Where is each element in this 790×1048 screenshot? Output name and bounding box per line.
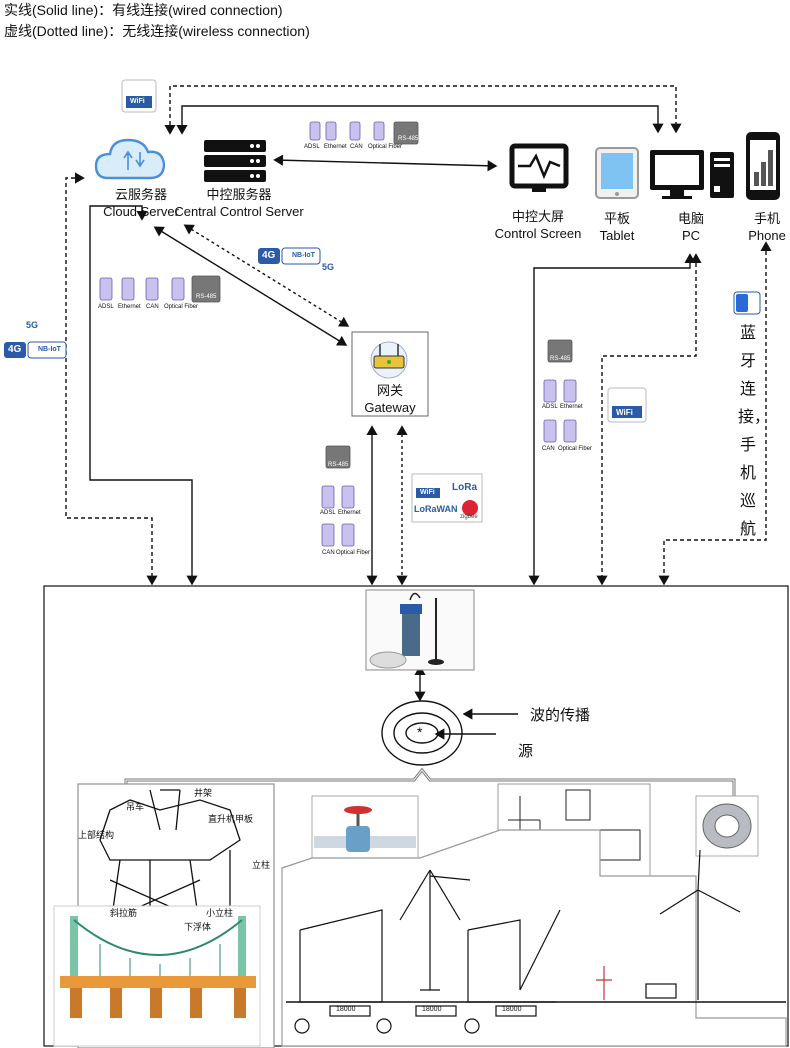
- line-phone-field-bluetooth: [658, 241, 772, 586]
- legend-solid: 实线(Solid line)：有线连接(wired connection): [4, 2, 283, 18]
- 5g-text: 5G: [322, 262, 335, 272]
- port-label-optical: Optical Fiber: [558, 446, 593, 452]
- 5g-text: 5G: [26, 320, 39, 330]
- bridge-image: [53, 905, 261, 1047]
- wind-turbine-image: [596, 849, 741, 1000]
- line-cloud-pc-wired: [176, 105, 664, 135]
- zigbee-text: zigbee: [460, 514, 478, 520]
- ports-gateway-icons: [321, 445, 355, 547]
- lora-text: LoRa: [452, 482, 477, 493]
- port-label-rs485: RS-485: [398, 136, 419, 142]
- port-label-rs485: RS-485: [328, 462, 349, 468]
- zigbee-icon: [462, 500, 478, 516]
- port-label-optical: Optical Fiber: [164, 304, 199, 310]
- port-label-adsl: ADSL: [542, 404, 558, 410]
- nbiot-text: NB-IoT: [38, 346, 61, 353]
- platform-label-small-column: 小立柱: [206, 908, 234, 918]
- line-central-screen: [273, 154, 498, 172]
- port-label-rs485: RS-485: [196, 294, 217, 300]
- platform-label-column: 立柱: [252, 860, 271, 870]
- gateway-icon: [351, 331, 429, 417]
- line-cloud-pc-wireless: [164, 85, 682, 135]
- port-label-optical: Optical Fiber: [336, 550, 371, 556]
- central-server-icon: [204, 140, 266, 182]
- port-label-can: CAN: [542, 446, 555, 452]
- sensor-image: [365, 589, 475, 671]
- line-cloud-field-wired: [89, 205, 198, 586]
- nbiot-text: NB-IoT: [292, 252, 315, 259]
- line-cloud-field-wireless: [65, 172, 158, 586]
- wave-propagation-label: 波的传播: [530, 707, 591, 724]
- lorawan-text: LoRaWAN: [414, 504, 458, 514]
- ports-left-icons: [99, 275, 221, 303]
- port-label-adsl: ADSL: [320, 510, 336, 516]
- port-label-adsl: ADSL: [304, 144, 320, 150]
- wifi-badges: [121, 79, 647, 523]
- port-label-optical: Optical Fiber: [368, 144, 403, 150]
- bluetooth-patrol-text: 蓝牙连接，手机巡航: [738, 325, 771, 538]
- source-label: 源: [518, 743, 534, 760]
- port-label-ethernet: Ethernet: [324, 144, 347, 150]
- cellular-badges: [4, 247, 321, 359]
- platform-label-derrick: 井架: [194, 788, 213, 798]
- 4g-text: 4G: [262, 250, 276, 261]
- port-label-ethernet: Ethernet: [560, 404, 583, 410]
- wifi-text: WiFi: [130, 98, 145, 105]
- tablet-icon: [595, 147, 639, 199]
- port-label-ethernet: Ethernet: [338, 510, 361, 516]
- port-label-can: CAN: [350, 144, 363, 150]
- wave-middle: [393, 712, 451, 754]
- ports-top-icons: [309, 121, 419, 145]
- port-label-ethernet: Ethernet: [118, 304, 141, 310]
- bearing-image: [695, 795, 759, 857]
- valve-image: [311, 795, 419, 859]
- platform-label-hoist: 吊车: [126, 802, 145, 812]
- crane-drawing-image: [281, 829, 787, 1047]
- wifi-text: WiFi: [616, 408, 633, 417]
- ports-pc-icons: [543, 339, 577, 443]
- wave-outer: [381, 700, 463, 766]
- port-label-can: CAN: [322, 550, 335, 556]
- platform-label-pontoon: 下浮体: [184, 922, 212, 932]
- wifi-text: WiFi: [420, 489, 435, 496]
- phone-icon: [746, 132, 780, 200]
- platform-label-lift-deck: 直升机甲板: [208, 814, 254, 824]
- crane-dim-1: 18000: [336, 1006, 356, 1013]
- port-label-rs485: RS-485: [550, 356, 571, 362]
- legend-dotted: 虚线(Dotted line)：无线连接(wireless connection…: [4, 23, 310, 39]
- line-central-gateway-wireless: [183, 224, 350, 327]
- port-label-can: CAN: [146, 304, 159, 310]
- line-cloud-gateway-wired: [153, 226, 348, 346]
- platform-label-brace: 斜拉筋: [110, 908, 138, 918]
- cloud-icon: [94, 138, 166, 180]
- crane-dim-3: 18000: [502, 1006, 522, 1013]
- bluetooth-icon: [733, 291, 761, 315]
- platform-label-top-structure: 上部结构: [78, 830, 115, 840]
- crane-dim-2: 18000: [422, 1006, 442, 1013]
- port-label-adsl: ADSL: [98, 304, 114, 310]
- control-screen-icon: [509, 143, 569, 192]
- 4g-text: 4G: [8, 344, 22, 355]
- pc-icon: [650, 150, 734, 199]
- wave-inner: [405, 722, 439, 744]
- source-star: *: [417, 724, 423, 740]
